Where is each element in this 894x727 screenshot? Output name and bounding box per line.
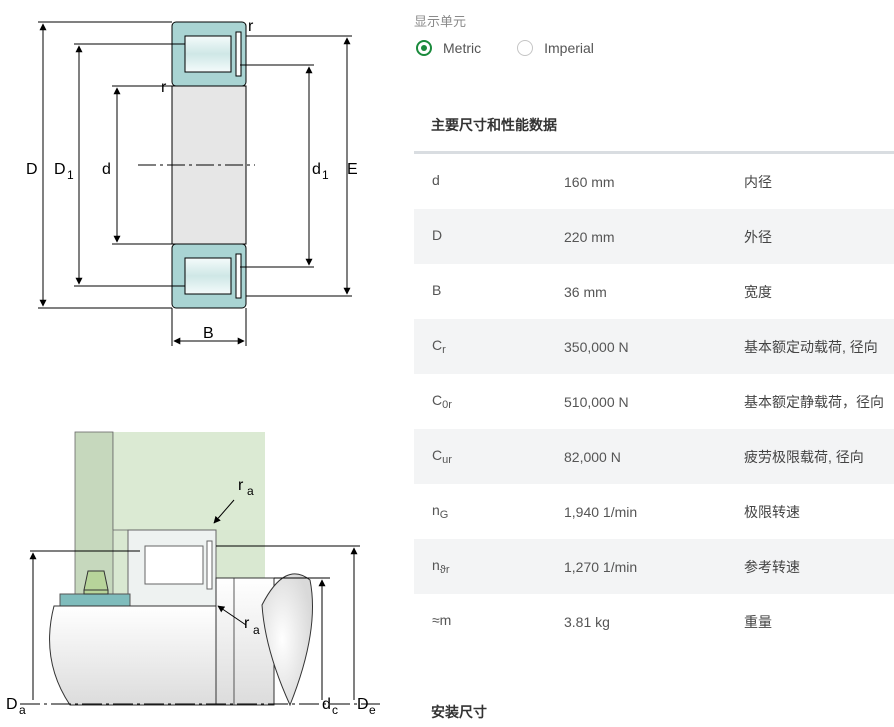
row-symbol: Cr xyxy=(432,337,446,356)
mounting-labels: r a r a D a d c D e xyxy=(6,477,376,717)
row-value: 160 mm xyxy=(564,173,615,190)
row-description: 极限转速 xyxy=(744,503,800,520)
row-description: 参考转速 xyxy=(744,558,800,575)
product-data-panel: 显示单元 Metric Imperial 主要尺寸和性能数据 d 160 mm … xyxy=(414,0,894,727)
label-Da: D xyxy=(6,696,18,713)
mounting-dimensions xyxy=(29,499,360,700)
unit-metric-radio[interactable]: Metric xyxy=(416,40,481,56)
bearing-diagram: D D 1 d d 1 E B r r xyxy=(6,18,380,717)
label-D1-sub: 1 xyxy=(67,168,74,182)
label-r-top: r xyxy=(248,18,254,35)
label-dc: d xyxy=(322,696,331,713)
row-description: 基本额定静载荷，径向 xyxy=(744,393,884,410)
row-description: 外径 xyxy=(744,228,772,245)
main-dimensions-title: 主要尺寸和性能数据 xyxy=(431,117,557,133)
row-symbol: nG xyxy=(432,502,449,521)
table-row: Cr 350,000 N 基本额定动载荷, 径向 xyxy=(414,319,894,374)
table-row: ≈m 3.81 kg 重量 xyxy=(414,594,894,649)
label-De-sub: e xyxy=(369,703,376,717)
table-row: d 160 mm 内径 xyxy=(414,154,894,209)
unit-imperial-label: Imperial xyxy=(544,40,594,56)
row-value: 1,940 1/min xyxy=(564,503,638,520)
label-ra-bottom-sub: a xyxy=(253,623,260,637)
label-D1: D xyxy=(54,161,66,178)
label-D: D xyxy=(26,161,38,178)
unit-metric-label: Metric xyxy=(443,40,482,56)
row-description: 内径 xyxy=(744,173,772,190)
label-d1: d xyxy=(312,161,321,178)
row-value: 3.81 kg xyxy=(564,613,610,630)
unit-imperial-radio[interactable]: Imperial xyxy=(517,40,594,56)
row-value: 350,000 N xyxy=(564,338,629,355)
label-B: B xyxy=(203,325,214,342)
label-ra-top: r xyxy=(238,477,244,494)
mounting-diagram xyxy=(20,431,380,707)
table-row: nG 1,940 1/min 极限转速 xyxy=(414,484,894,539)
radio-checked-icon xyxy=(416,40,432,56)
mounting-dimensions-title: 安装尺寸 xyxy=(431,704,487,720)
row-value: 82,000 N xyxy=(564,448,621,465)
row-symbol: Cur xyxy=(432,447,452,466)
row-value: 220 mm xyxy=(564,228,615,245)
table-row: D 220 mm 外径 xyxy=(414,209,894,264)
label-d: d xyxy=(102,161,111,178)
bearing-cross-section xyxy=(138,21,255,309)
dimension-lines xyxy=(38,21,352,346)
unit-selector: Metric Imperial xyxy=(416,40,630,56)
row-symbol: nϑr xyxy=(432,557,450,576)
row-symbol: C0r xyxy=(432,392,452,411)
row-symbol: d xyxy=(432,172,440,188)
table-row: C0r 510,000 N 基本额定静载荷，径向 xyxy=(414,374,894,429)
row-value: 1,270 1/min xyxy=(564,558,638,575)
label-d1-sub: 1 xyxy=(322,168,329,182)
table-row: Cur 82,000 N 疲劳极限载荷, 径向 xyxy=(414,429,894,484)
label-r-inner: r xyxy=(161,79,167,96)
row-value: 510,000 N xyxy=(564,393,629,410)
row-description: 疲劳极限载荷, 径向 xyxy=(744,448,864,465)
radio-unchecked-icon xyxy=(517,40,534,56)
row-description: 宽度 xyxy=(744,283,772,300)
unit-selector-label: 显示单元 xyxy=(414,14,467,29)
table-row: B 36 mm 宽度 xyxy=(414,264,894,319)
label-ra-top-sub: a xyxy=(247,484,254,498)
row-symbol: ≈m xyxy=(432,612,452,628)
row-symbol: B xyxy=(432,282,442,298)
label-Da-sub: a xyxy=(19,703,26,717)
label-ra-bottom: r xyxy=(244,615,250,632)
label-De: D xyxy=(357,696,369,713)
dimension-labels: D D 1 d d 1 E B r r xyxy=(26,18,358,342)
label-E: E xyxy=(347,161,358,178)
row-symbol: D xyxy=(432,227,443,243)
specs-table: d 160 mm 内径 D 220 mm 外径 B 36 mm 宽度 Cr 35… xyxy=(414,154,894,649)
label-dc-sub: c xyxy=(332,703,338,717)
row-value: 36 mm xyxy=(564,283,607,300)
row-description: 基本额定动载荷, 径向 xyxy=(744,338,878,355)
section-divider xyxy=(414,151,894,154)
row-description: 重量 xyxy=(744,613,772,630)
table-row: nϑr 1,270 1/min 参考转速 xyxy=(414,539,894,594)
